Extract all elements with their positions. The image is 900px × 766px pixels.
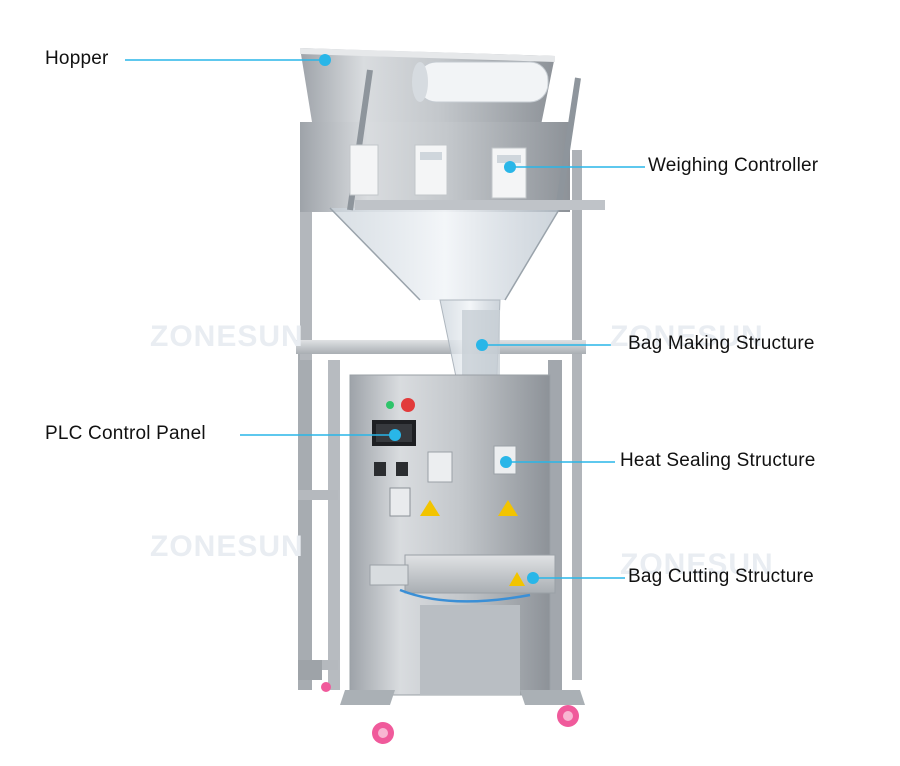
callout-plc-panel (240, 429, 401, 441)
weighing-platform (355, 200, 605, 210)
label-weighing-controller: Weighing Controller (648, 155, 819, 176)
label-plc-panel: PLC Control Panel (45, 423, 206, 444)
watermark: ZONESUN (610, 320, 764, 353)
bag-cutting-unit (369, 554, 556, 603)
control-cabinet (349, 374, 551, 696)
watermark: ZONESUN (620, 548, 774, 581)
watermark: ZONESUN (150, 320, 304, 353)
callout-heat-sealing (500, 456, 615, 468)
label-bag-making: Bag Making Structure (628, 333, 815, 354)
label-heat-sealing: Heat Sealing Structure (620, 450, 816, 471)
watermark: ZONESUN (150, 530, 304, 563)
callout-bag-cutting (527, 572, 625, 584)
label-bag-cutting: Bag Cutting Structure (628, 566, 814, 587)
callout-weighing-controller (504, 161, 645, 173)
machine-frame (296, 130, 586, 690)
machine-base (298, 660, 585, 744)
label-hopper: Hopper (45, 48, 109, 69)
callout-hopper (125, 54, 331, 66)
weighing-controller-units (349, 144, 527, 199)
callout-bag-making (476, 339, 625, 351)
